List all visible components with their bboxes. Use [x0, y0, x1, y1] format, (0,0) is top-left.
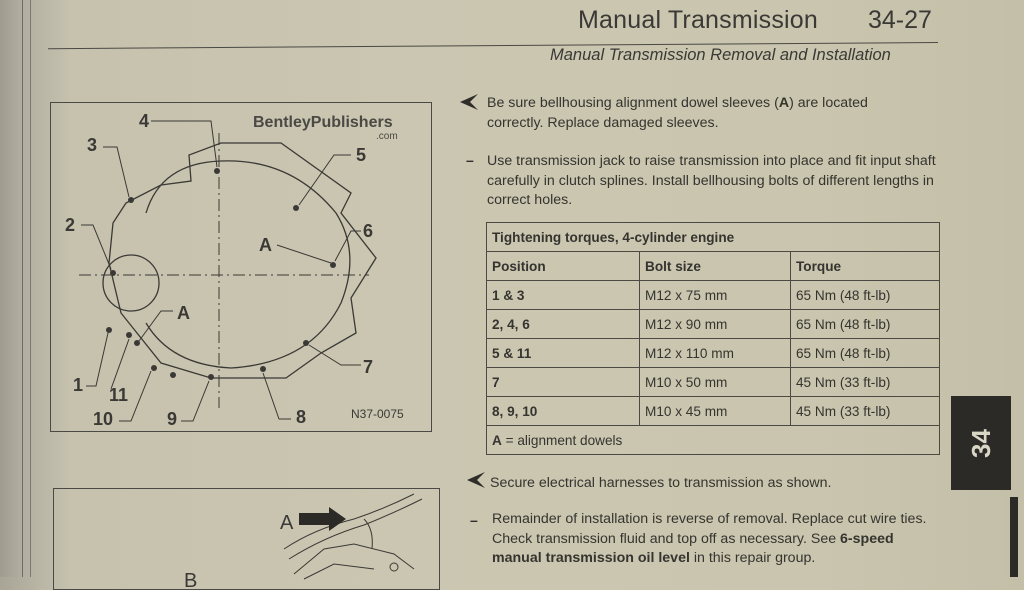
table-row: 2, 4, 6 M12 x 90 mm 65 Nm (48 ft-lb)	[486, 309, 940, 339]
watermark-domain: .com	[376, 131, 398, 142]
page-title: Manual Transmission	[578, 6, 819, 34]
page-gutter	[30, 0, 31, 577]
svg-text:2: 2	[65, 215, 75, 235]
arrow-pointer-icon	[299, 507, 346, 531]
table-row: 8, 9, 10 M10 x 45 mm 45 Nm (33 ft-lb)	[486, 396, 940, 426]
instruction-remainder: Remainder of installation is reverse of …	[492, 511, 927, 566]
bellhousing-drawing: 4 3 5 2 A 6 A 7 1 11 10 9 8	[65, 111, 404, 429]
table-row: 5 & 11 M12 x 110 mm 65 Nm (48 ft-lb)	[486, 338, 940, 368]
svg-text:1: 1	[73, 375, 83, 395]
figure-id: N37-0075	[351, 407, 404, 421]
callout-b: B	[184, 570, 197, 589]
section-tab: 34	[951, 396, 1011, 490]
instruction-electrical-harnesses: Secure electrical harnesses to transmiss…	[490, 475, 832, 491]
bellhousing-diagram: 4 3 5 2 A 6 A 7 1 11 10 9 8	[50, 102, 432, 432]
svg-text:8: 8	[296, 407, 306, 427]
page-subtitle: Manual Transmission Removal and Installa…	[550, 46, 891, 64]
svg-text:6: 6	[363, 221, 373, 241]
svg-text:3: 3	[87, 135, 97, 155]
arrow-left-icon	[460, 94, 478, 110]
harness-drawing: A B	[184, 493, 423, 589]
svg-text:10: 10	[93, 409, 113, 429]
svg-text:5: 5	[356, 145, 366, 165]
table-footnote: A = alignment dowels	[486, 425, 940, 455]
page-number: 34-27	[868, 6, 932, 34]
table-caption: Tightening torques, 4-cylinder engine	[486, 222, 940, 252]
torque-table: Tightening torques, 4-cylinder engine Po…	[486, 222, 940, 455]
dash-bullet: –	[470, 512, 478, 528]
table-footnote-row: A = alignment dowels	[486, 425, 940, 455]
column-header-torque: Torque	[790, 251, 940, 281]
callout-a: A	[280, 512, 294, 534]
instruction-dowel-sleeves: Be sure bellhousing alignment dowel slee…	[487, 95, 868, 131]
table-row: 7 M10 x 50 mm 45 Nm (33 ft-lb)	[486, 367, 940, 397]
column-header-bolt-size: Bolt size	[639, 251, 791, 281]
arrow-left-icon	[467, 472, 485, 488]
svg-text:7: 7	[363, 357, 373, 377]
watermark-text: BentleyPublishers	[253, 114, 393, 131]
svg-text:A: A	[259, 235, 272, 255]
dash-bullet: –	[466, 152, 474, 168]
section-tab-edge	[1010, 497, 1018, 577]
svg-text:11: 11	[109, 385, 128, 405]
harness-diagram: A B	[53, 488, 440, 590]
svg-text:9: 9	[167, 409, 177, 429]
previous-page-edge	[0, 0, 23, 577]
table-row: 1 & 3 M12 x 75 mm 65 Nm (48 ft-lb)	[486, 280, 940, 310]
instruction-transmission-jack: Use transmission jack to raise transmiss…	[487, 153, 936, 208]
svg-text:A: A	[177, 303, 190, 323]
column-header-position: Position	[486, 251, 640, 281]
svg-text:4: 4	[139, 111, 149, 131]
